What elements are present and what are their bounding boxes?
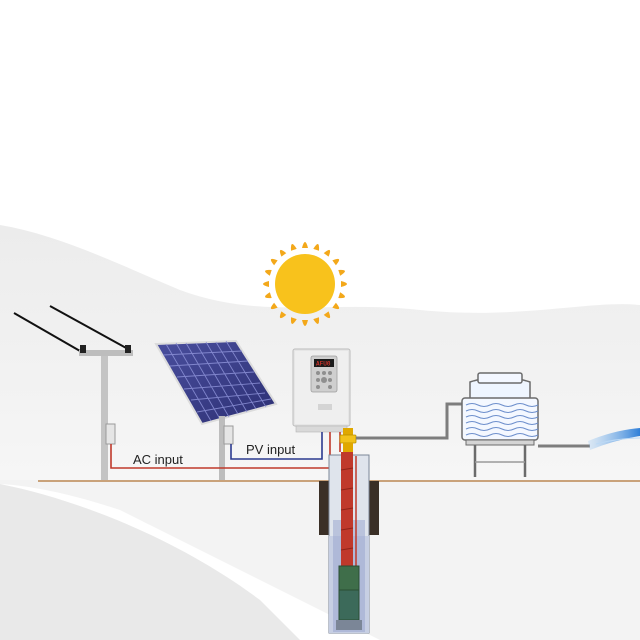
water-pipe [356,402,590,448]
sun-ray [270,258,278,266]
sun-ray [313,317,320,324]
sun-ray [302,242,308,248]
grid-power-lines [13,305,129,352]
sun-ray [265,292,272,299]
sun-ray [290,317,297,324]
water-outflow [588,428,640,450]
sun-ray [338,269,345,276]
water-tank-icon [461,372,539,477]
sun-ray [313,244,320,251]
sun-ray [323,249,331,257]
sun-ray [341,281,347,287]
sun-ray [270,302,278,310]
inverter-icon: AFU0 [292,348,351,433]
sun-ray [265,269,272,276]
sun-ray [279,311,287,319]
sun-icon [263,242,347,326]
sun-ray [332,302,340,310]
sun-ray [332,258,340,266]
pv-wire [230,432,323,460]
borehole-pump-icon [319,452,379,634]
sun-ray [290,244,297,251]
inverter-display-text: AFU0 [316,361,331,368]
solar-panel-icon [154,339,278,480]
sun-ray [323,311,331,319]
pv-input-label: PV input [246,442,296,457]
sun-ray [263,281,269,287]
sun-ray [338,292,345,299]
ac-wire [110,432,331,469]
sun-ray [279,249,287,257]
ac-input-label: AC input [133,452,183,467]
sun-ray [302,320,308,326]
